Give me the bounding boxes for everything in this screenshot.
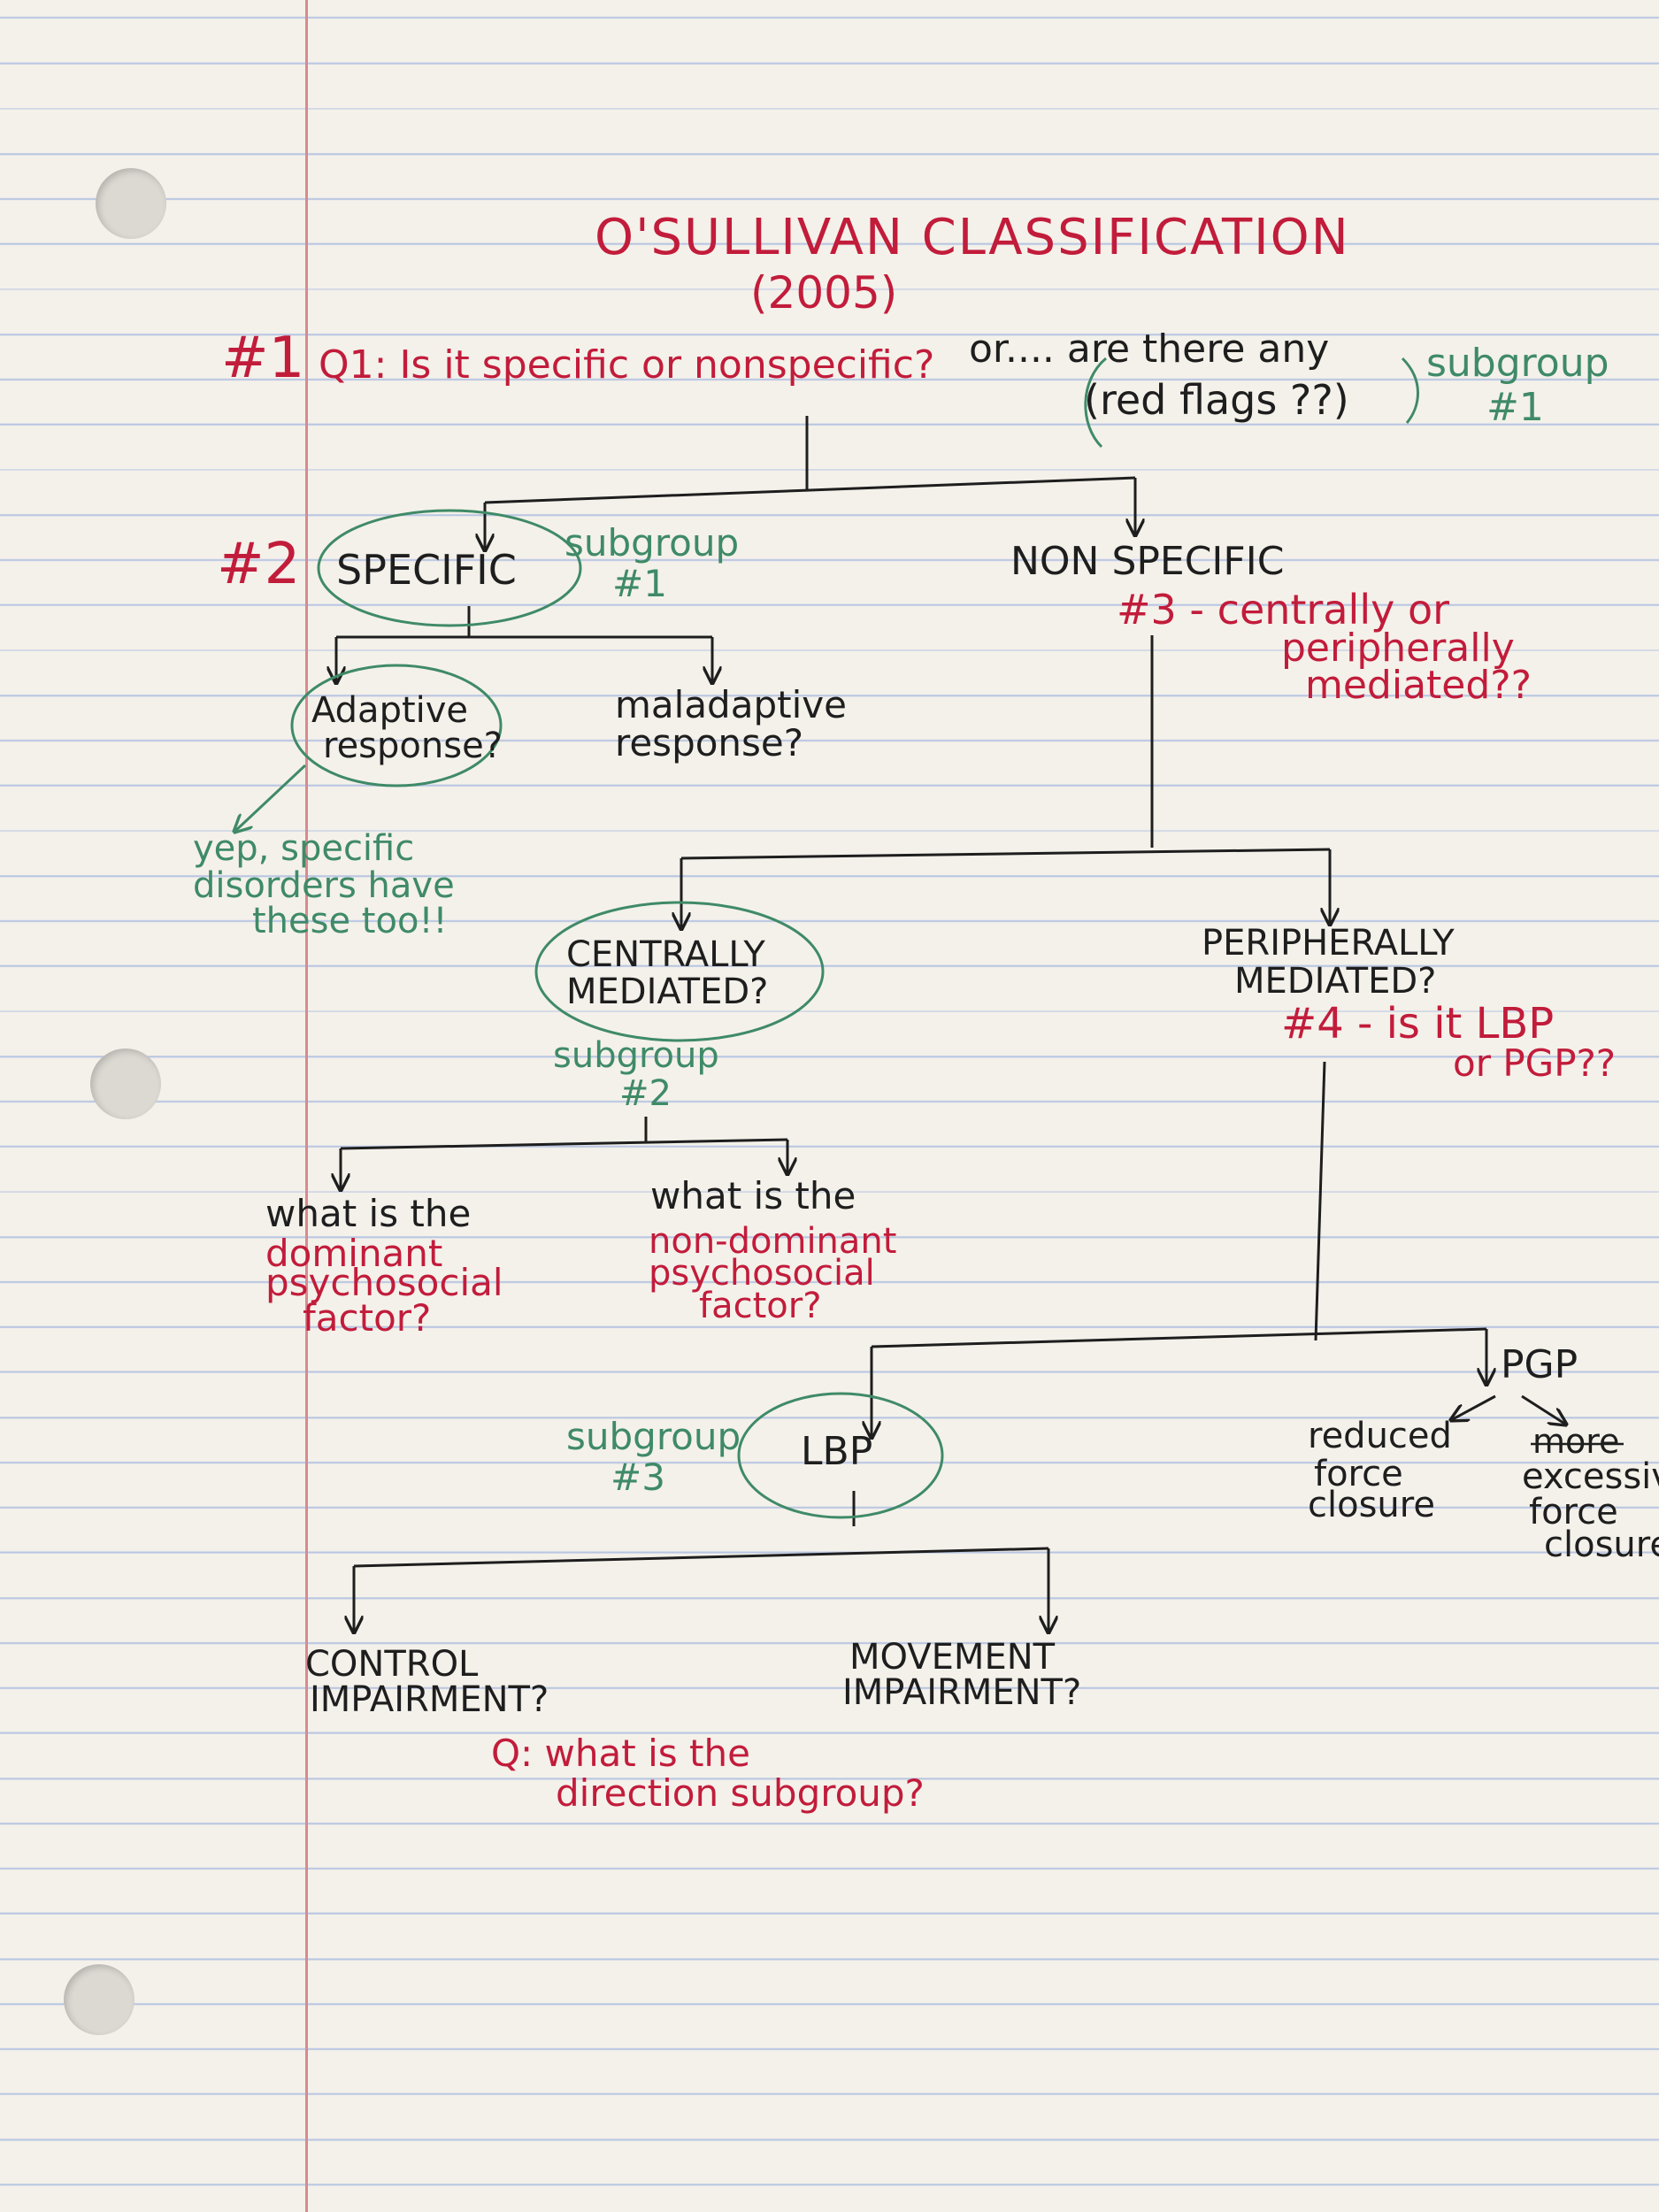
pgp-node: PGP — [1501, 1342, 1578, 1387]
yep-line3: these too!! — [252, 901, 448, 941]
binder-hole-middle — [90, 1048, 161, 1119]
subgroup1-top-label: subgroup — [1426, 341, 1609, 386]
lbp-circle — [737, 1392, 944, 1519]
nondominant-line3: psychosocial — [649, 1253, 875, 1294]
dominant-line4: factor? — [303, 1296, 432, 1340]
lbp-node: LBP — [801, 1429, 873, 1474]
excessive-line1: excessive — [1522, 1456, 1659, 1497]
nondominant-line1: what is the — [650, 1174, 856, 1217]
red-flags-bracket-right — [1401, 357, 1419, 424]
red-flags-text: (red flags ??) — [1084, 376, 1349, 424]
excessive-struck-word: more — [1532, 1422, 1620, 1461]
centrally-line1: CENTRALLY — [566, 934, 765, 975]
dominant-line1: what is the — [265, 1192, 472, 1235]
subgroup2-number: #2 — [619, 1073, 672, 1114]
centrally-circle — [534, 901, 825, 1042]
peripheral-branch-bar — [871, 1327, 1487, 1348]
red-flags-bracket — [1084, 357, 1107, 449]
centrally-line2: MEDIATED? — [566, 972, 769, 1012]
step4-line1: #4 - is it LBP — [1281, 999, 1555, 1048]
red-flags-question: or.... are there any — [969, 326, 1330, 372]
subgroup1-top-number: #1 — [1486, 385, 1544, 430]
maladaptive-line1: maladaptive — [615, 683, 847, 726]
q1-branch-bar — [484, 476, 1136, 504]
step3-line1: #3 - centrally or — [1117, 586, 1449, 634]
peripheral-stem — [1314, 1061, 1326, 1341]
direction-question-line2: direction subgroup? — [556, 1771, 925, 1815]
yep-line1: yep, specific — [193, 828, 415, 869]
nondominant-line2: non-dominant — [649, 1221, 897, 1262]
step4-line2: or PGP?? — [1453, 1041, 1617, 1085]
central-branch-bar — [340, 1138, 788, 1150]
title-year: (2005) — [750, 267, 898, 319]
maladaptive-line2: response? — [615, 721, 804, 764]
step3-line3: mediated?? — [1305, 663, 1532, 708]
movement-line2: IMPAIRMENT? — [842, 1672, 1082, 1713]
excessive-line3: closure — [1544, 1525, 1659, 1565]
subgroup2-label: subgroup — [553, 1035, 719, 1076]
binder-hole-bottom — [64, 1964, 134, 2035]
subgroup3-number: #3 — [611, 1455, 665, 1499]
adaptive-line1: Adaptive — [311, 690, 469, 731]
yep-line2: disorders have — [193, 865, 455, 906]
specific-circle — [317, 509, 582, 627]
dominant-line3: psychosocial — [265, 1261, 503, 1304]
reduced-line1: reduced — [1308, 1416, 1452, 1456]
subgroup1-specific-number: #1 — [612, 562, 667, 605]
page-title: O'SULLIVAN CLASSIFICATION — [595, 209, 1350, 266]
adaptive-circle — [290, 664, 503, 787]
step3-line2: peripherally — [1281, 626, 1515, 671]
lbp-branch-bar — [353, 1547, 1049, 1568]
control-line1: CONTROL — [305, 1644, 479, 1685]
nonspecific-branch-bar — [680, 848, 1331, 860]
peripherally-line2: MEDIATED? — [1234, 961, 1437, 1002]
non-specific-node: NON SPECIFIC — [1010, 539, 1285, 584]
peripherally-line1: PERIPHERALLY — [1202, 923, 1455, 964]
adaptive-line2: response? — [323, 726, 503, 766]
movement-line1: MOVEMENT — [849, 1637, 1056, 1678]
dominant-line2: dominant — [265, 1232, 443, 1275]
subgroup1-specific-label: subgroup — [565, 521, 740, 565]
excessive-line2: force — [1529, 1492, 1618, 1532]
margin-line — [305, 0, 308, 2212]
direction-question-line1: Q: what is the — [491, 1732, 750, 1775]
q1-question: Q1: Is it specific or nonspecific? — [319, 342, 935, 388]
specific-node: SPECIFIC — [336, 546, 517, 594]
subgroup3-label: subgroup — [566, 1415, 741, 1458]
adaptive-to-yep — [234, 764, 307, 832]
step1-marker: #1 — [221, 326, 305, 391]
reduced-line3: closure — [1308, 1485, 1435, 1525]
control-line2: IMPAIRMENT? — [310, 1679, 549, 1720]
reduced-line2: force — [1314, 1454, 1403, 1494]
pgp-to-excessive — [1521, 1394, 1566, 1425]
binder-hole-top — [96, 168, 166, 239]
pgp-to-reduced — [1451, 1394, 1496, 1420]
step2-marker: #2 — [217, 532, 301, 597]
nondominant-line4: factor? — [699, 1286, 822, 1326]
